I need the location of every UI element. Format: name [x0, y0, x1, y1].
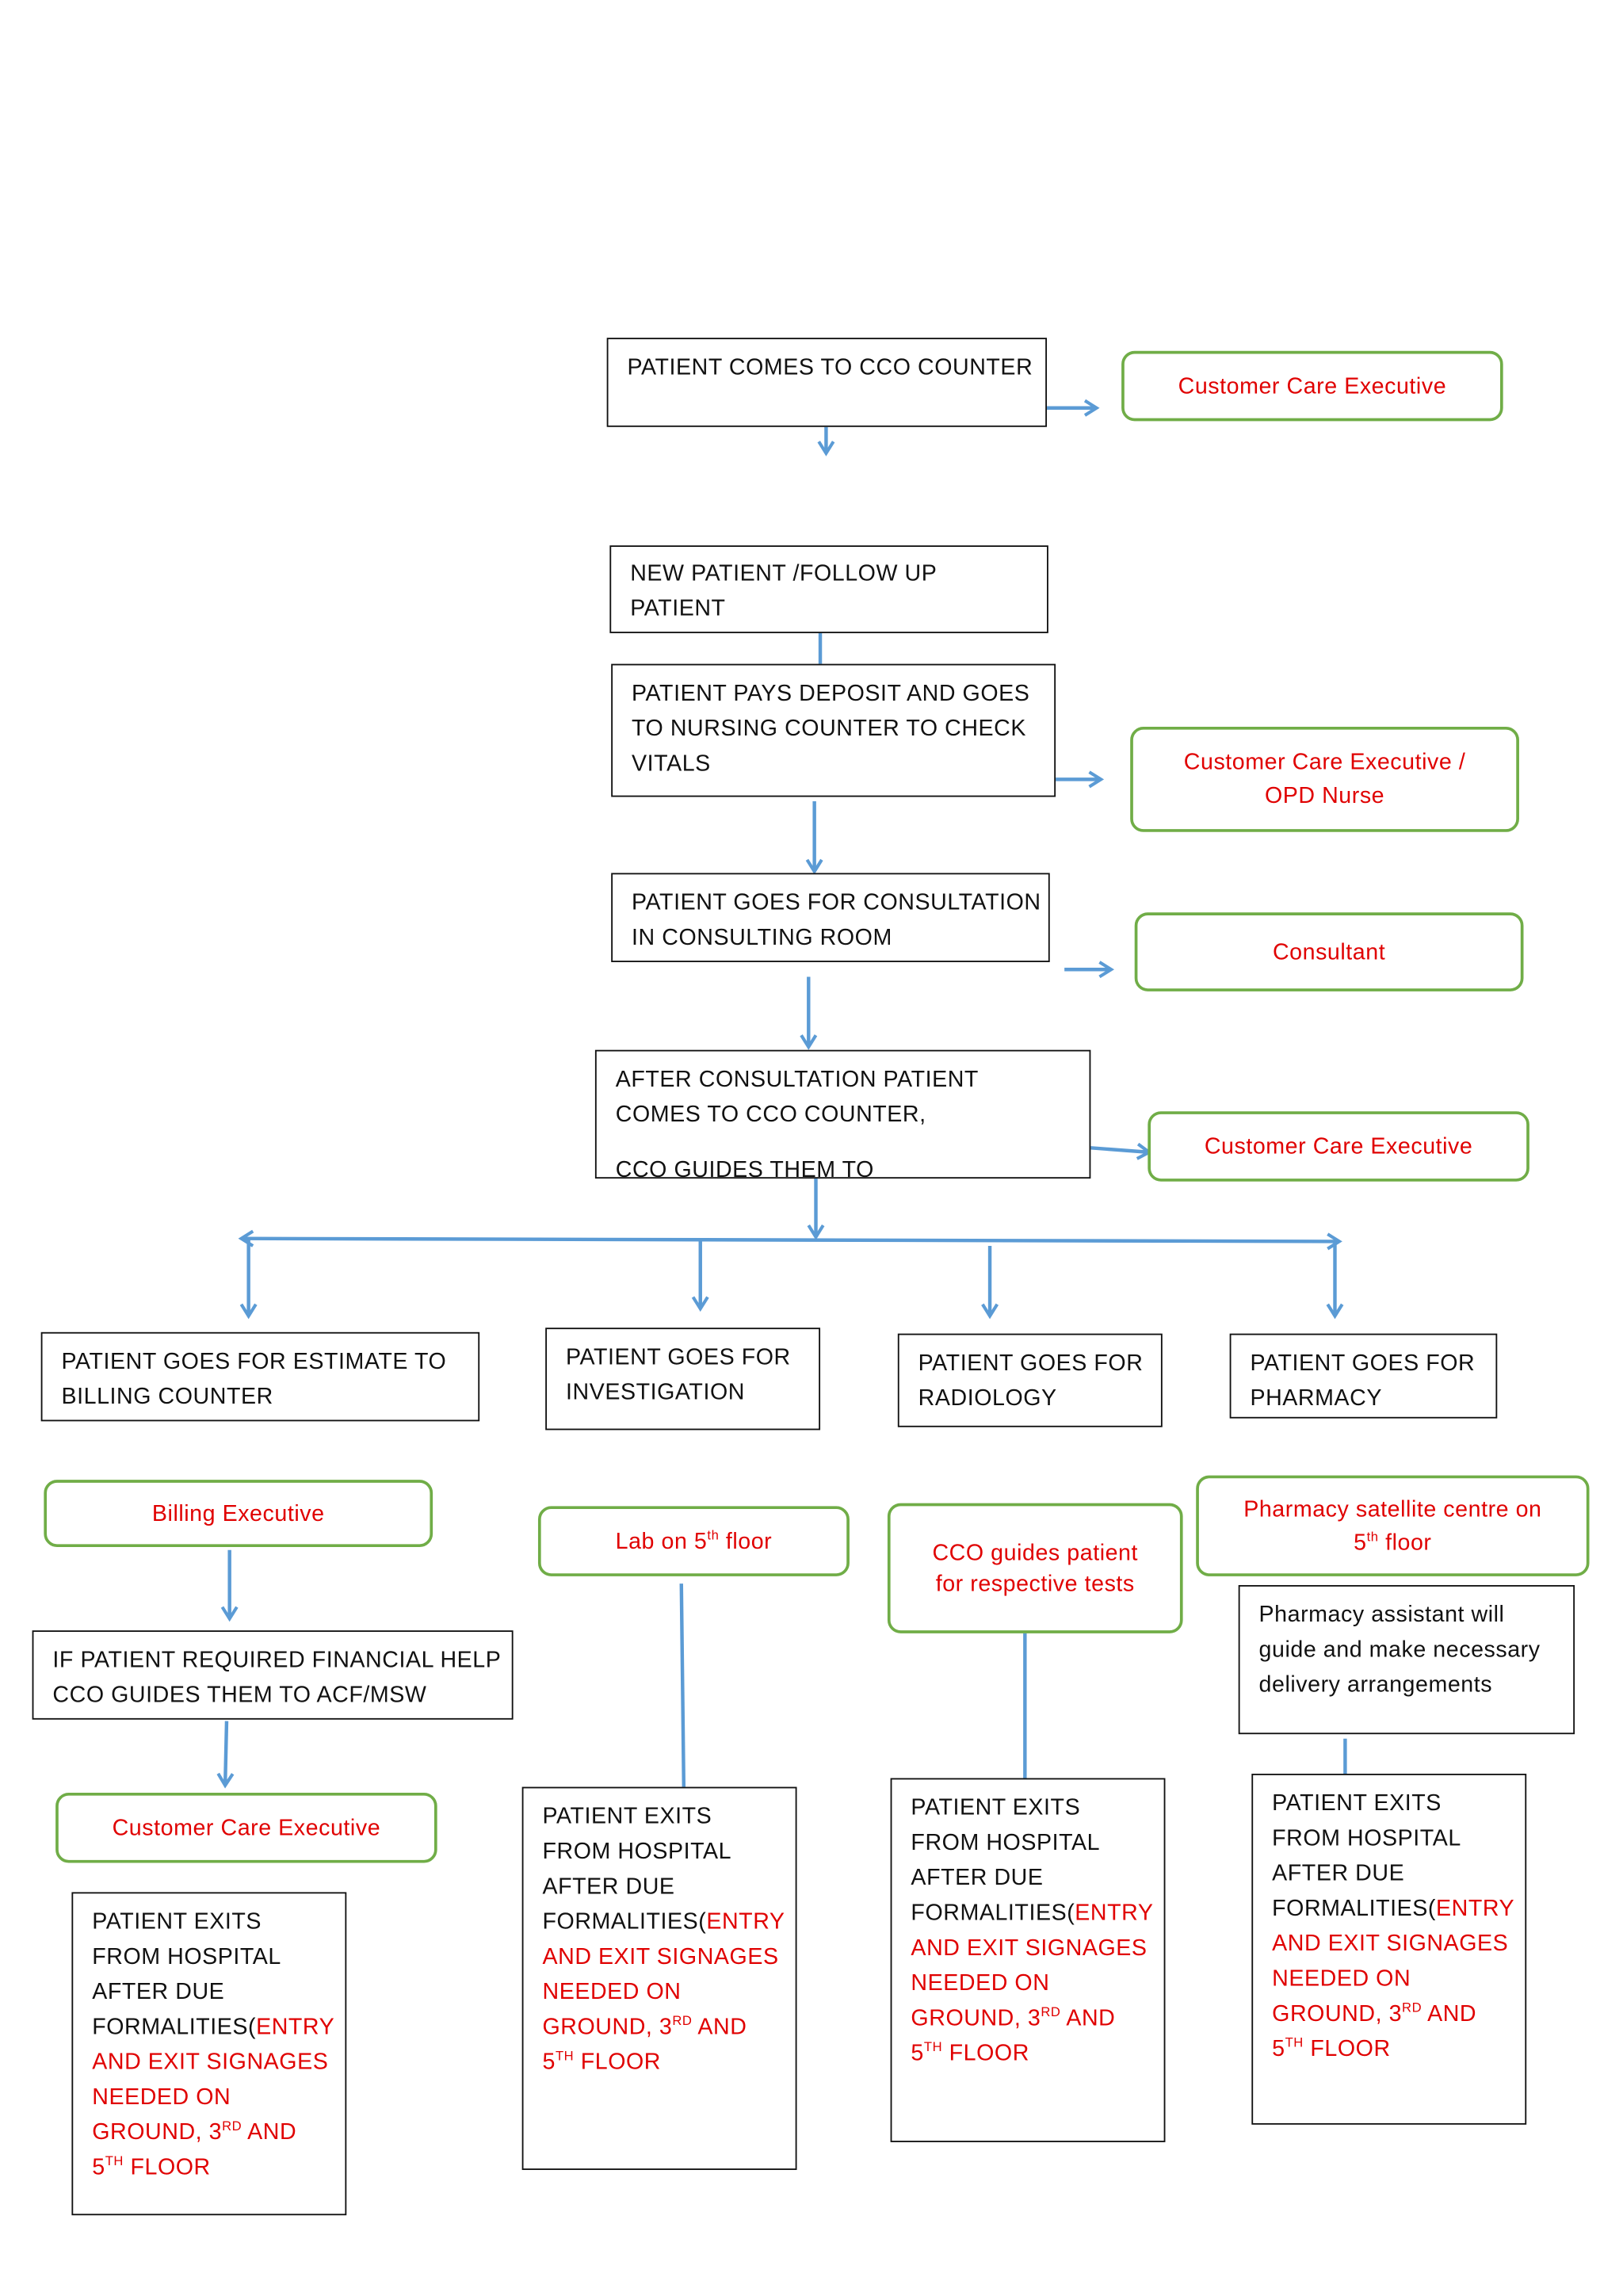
signage-note: 5TH FLOOR: [911, 2039, 1029, 2066]
step-pays-deposit: PATIENT PAYS DEPOSIT AND GOES TO NURSING…: [611, 663, 1056, 797]
role-text: Billing Executive: [151, 1500, 325, 1526]
box-text: PATIENT PAYS DEPOSIT AND GOES: [632, 681, 1030, 707]
signage-note: 5TH FLOOR: [542, 2048, 662, 2076]
signage-note: GROUND, 3RD AND: [542, 2013, 747, 2040]
box-text: INVESTIGATION: [566, 1380, 745, 1406]
signage-note: GROUND, 3RD AND: [1272, 2000, 1477, 2027]
box-text: FROM HOSPITAL: [542, 1839, 732, 1865]
box-text: BILLING COUNTER: [61, 1385, 273, 1410]
role-text: Lab on 5th floor: [615, 1526, 773, 1554]
financial-help-box: IF PATIENT REQUIRED FINANCIAL HELP CCO G…: [32, 1630, 514, 1720]
signage-note: GROUND, 3RD AND: [92, 2118, 297, 2145]
role-customer-care-executive: Customer Care Executive: [1121, 350, 1503, 422]
branch-billing: PATIENT GOES FOR ESTIMATE TO BILLING COU…: [40, 1331, 480, 1422]
box-text: FROM HOSPITAL: [1272, 1826, 1461, 1851]
box-text: PATIENT EXITS: [92, 1909, 262, 1935]
branch-radiology: PATIENT GOES FOR RADIOLOGY: [897, 1333, 1163, 1427]
box-text: TO NURSING COUNTER TO CHECK: [632, 716, 1027, 742]
box-text: PATIENT GOES FOR ESTIMATE TO: [61, 1349, 447, 1375]
box-text: PATIENT GOES FOR: [566, 1345, 791, 1370]
box-text: PATIENT GOES FOR: [918, 1350, 1144, 1377]
box-text: AFTER DUE: [1272, 1861, 1405, 1887]
role-text: 5th floor: [1354, 1528, 1432, 1556]
role-text: OPD Nurse: [1264, 783, 1385, 809]
exit-box-radiology: PATIENT EXITS FROM HOSPITAL AFTER DUE FO…: [890, 1778, 1166, 2142]
box-text: PHARMACY: [1250, 1386, 1382, 1412]
box-text: PATIENT: [630, 596, 726, 622]
role-pharmacy-satellite: Pharmacy satellite centre on 5th floor: [1196, 1475, 1590, 1576]
signage-note: NEEDED ON: [1272, 1966, 1411, 1992]
branch-investigation: PATIENT GOES FOR INVESTIGATION: [545, 1328, 821, 1431]
arrow: [1090, 1142, 1152, 1160]
box-text: VITALS: [632, 751, 711, 777]
box-text: FORMALITIES(ENTRY: [911, 1901, 1154, 1926]
box-text: IN CONSULTING ROOM: [632, 925, 892, 951]
signage-note: AND EXIT SIGNAGES: [92, 2050, 329, 2076]
step-consultation: PATIENT GOES FOR CONSULTATION IN CONSULT…: [611, 873, 1050, 963]
signage-note: AND EXIT SIGNAGES: [1272, 1931, 1509, 1957]
box-text: AFTER DUE: [911, 1866, 1044, 1891]
role-text: Customer Care Executive: [112, 1815, 381, 1840]
role-text: for respective tests: [935, 1571, 1135, 1596]
box-text: AFTER CONSULTATION PATIENT: [615, 1067, 979, 1093]
role-lab: Lab on 5th floor: [537, 1506, 850, 1576]
box-text: PATIENT COMES TO CCO COUNTER: [627, 355, 1033, 380]
exit-box-investigation: PATIENT EXITS FROM HOSPITAL AFTER DUE FO…: [521, 1786, 797, 2170]
box-text: AFTER DUE: [92, 1980, 225, 2005]
role-customer-care-executive: Customer Care Executive: [55, 1792, 437, 1863]
role-cco-guides-tests: CCO guides patient for respective tests: [887, 1503, 1183, 1633]
role-text: CCO guides patient: [932, 1540, 1139, 1566]
arrow: [238, 1229, 1342, 1251]
role-consultant: Consultant: [1134, 912, 1524, 991]
role-text: Customer Care Executive /: [1183, 750, 1466, 775]
signage-note: AND EXIT SIGNAGES: [542, 1944, 779, 1970]
signage-note: GROUND, 3RD AND: [911, 2004, 1116, 2031]
box-text: PATIENT EXITS: [911, 1795, 1081, 1821]
box-text: COMES TO CCO COUNTER,: [615, 1102, 926, 1128]
box-text: Pharmacy assistant will: [1258, 1603, 1505, 1628]
role-text: Pharmacy satellite centre on: [1243, 1496, 1542, 1522]
arrow: [216, 1721, 235, 1789]
role-text: Consultant: [1272, 939, 1386, 965]
signage-note: NEEDED ON: [92, 2084, 231, 2111]
box-text: PATIENT GOES FOR: [1250, 1350, 1476, 1377]
signage-note: 5TH FLOOR: [92, 2153, 211, 2180]
box-text: CCO GUIDES THEM TO: [615, 1158, 874, 1179]
branch-pharmacy: PATIENT GOES FOR PHARMACY: [1229, 1333, 1498, 1419]
exit-box-pharmacy: PATIENT EXITS FROM HOSPITAL AFTER DUE FO…: [1251, 1773, 1527, 2125]
box-text: FROM HOSPITAL: [92, 1944, 281, 1970]
role-customer-care-executive: Customer Care Executive: [1148, 1111, 1529, 1182]
box-text: NEW PATIENT /FOLLOW UP: [630, 561, 938, 586]
exit-box-billing: PATIENT EXITS FROM HOSPITAL AFTER DUE FO…: [71, 1892, 347, 2216]
signage-note: NEEDED ON: [542, 1980, 682, 2005]
signage-note: 5TH FLOOR: [1272, 2034, 1391, 2062]
box-text: PATIENT GOES FOR CONSULTATION: [632, 890, 1041, 915]
step-new-or-followup: NEW PATIENT /FOLLOW UP PATIENT: [609, 545, 1048, 633]
step-comes-to-cco: PATIENT COMES TO CCO COUNTER: [606, 338, 1048, 427]
role-text: Customer Care Executive: [1204, 1133, 1473, 1159]
box-text: AFTER DUE: [542, 1874, 675, 1900]
role-cce-opd-nurse: Customer Care Executive / OPD Nurse: [1130, 726, 1519, 832]
pharmacy-assistant-box: Pharmacy assistant will guide and make n…: [1238, 1584, 1575, 1735]
box-text: IF PATIENT REQUIRED FINANCIAL HELP: [52, 1648, 502, 1673]
box-text: guide and make necessary: [1258, 1637, 1541, 1663]
box-text: RADIOLOGY: [918, 1386, 1057, 1412]
box-text: PATIENT EXITS: [1272, 1791, 1442, 1817]
signage-note: NEEDED ON: [911, 1971, 1050, 1996]
signage-note: AND EXIT SIGNAGES: [911, 1935, 1148, 1962]
box-text: delivery arrangements: [1258, 1672, 1493, 1698]
box-text: PATIENT EXITS: [542, 1804, 712, 1830]
box-text: FROM HOSPITAL: [911, 1830, 1101, 1856]
step-after-consultation: AFTER CONSULTATION PATIENT COMES TO CCO …: [594, 1049, 1091, 1179]
box-text: FORMALITIES(ENTRY: [542, 1909, 785, 1935]
box-text: CCO GUIDES THEM TO ACF/MSW: [52, 1683, 427, 1708]
role-text: Customer Care Executive: [1178, 373, 1447, 399]
box-text: FORMALITIES(ENTRY: [92, 2015, 335, 2040]
box-text: FORMALITIES(ENTRY: [1272, 1896, 1515, 1922]
role-billing-executive: Billing Executive: [44, 1480, 433, 1548]
